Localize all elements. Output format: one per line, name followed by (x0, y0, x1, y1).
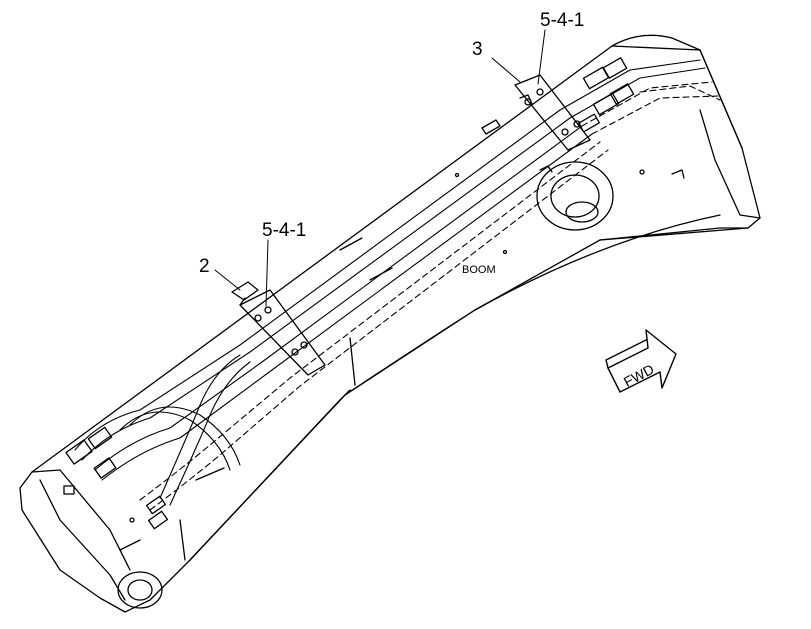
callout-2: 2 (199, 256, 210, 277)
hydraulic-lines (74, 59, 721, 511)
callout-5-4-1-lower: 5-4-1 (262, 220, 306, 241)
fittings-top (578, 57, 635, 133)
clamp-bolts-2 (254, 306, 308, 356)
pivot-boss (536, 161, 614, 231)
foot-pin-boss (117, 571, 163, 609)
boom-label: BOOM (462, 264, 496, 276)
fittings-foot (63, 426, 169, 530)
clamp-bolts-3 (524, 88, 581, 136)
fwd-arrow-icon (605, 329, 677, 393)
fwd-label: FWD (621, 361, 657, 390)
leader-lines (214, 29, 546, 307)
callout-3: 3 (472, 39, 483, 60)
callout-5-4-1-top: 5-4-1 (540, 10, 584, 31)
boom-outline (19, 34, 761, 613)
boom-details (129, 119, 685, 523)
clamp-plate-2 (231, 281, 326, 376)
